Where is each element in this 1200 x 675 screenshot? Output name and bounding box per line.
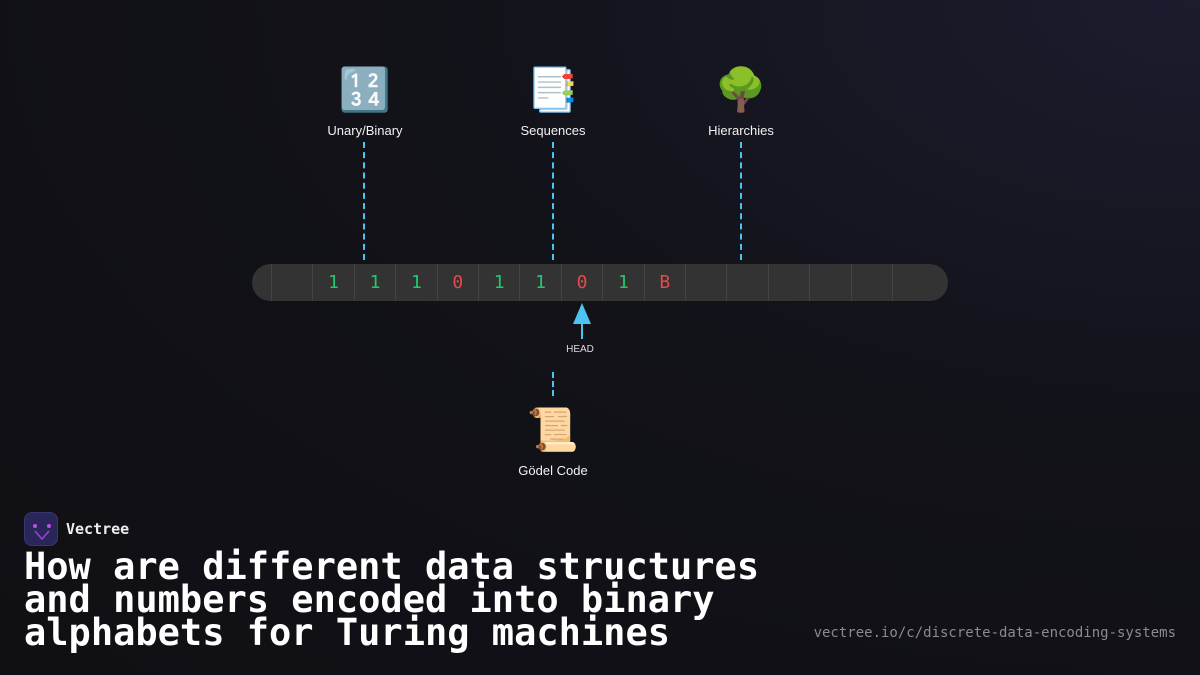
tape-cell xyxy=(850,264,892,301)
bookmark-tabs-icon: 📑 xyxy=(526,66,580,113)
head-label: HEAD xyxy=(566,344,594,355)
tape-cell xyxy=(271,264,312,301)
tape-cell: B xyxy=(643,264,685,301)
connector-line xyxy=(552,142,554,260)
tree-icon: 🌳 xyxy=(714,66,768,113)
source-url: vectree.io/c/discrete-data-encoding-syst… xyxy=(813,625,1176,641)
tape-cell xyxy=(892,264,948,301)
tape-cell xyxy=(726,264,767,301)
tape-cell xyxy=(685,264,726,301)
tape-cell: 0 xyxy=(560,264,602,301)
tape-cell: 1 xyxy=(312,264,353,301)
node-label: Gödel Code xyxy=(518,463,588,478)
head-arrow-icon xyxy=(573,303,591,339)
page-title: How are different data structures and nu… xyxy=(24,545,760,654)
vectree-logo xyxy=(24,512,58,546)
node-label: Unary/Binary xyxy=(327,123,403,138)
node-godel-code: 📜 Gödel Code xyxy=(483,405,623,478)
tape-cell: 1 xyxy=(395,264,436,301)
node-hierarchies: 🌳 Hierarchies xyxy=(671,65,811,138)
node-label: Hierarchies xyxy=(708,123,774,138)
brand-name: Vectree xyxy=(66,520,130,538)
connector-line xyxy=(363,142,365,260)
tape-cell xyxy=(767,264,809,301)
node-label: Sequences xyxy=(520,123,586,138)
tape-cell: 1 xyxy=(602,264,643,301)
scroll-icon: 📜 xyxy=(526,406,580,453)
connector-line xyxy=(552,372,554,396)
numbers-icon: 🔢 xyxy=(338,66,392,113)
node-unary-binary: 🔢 Unary/Binary xyxy=(295,65,435,138)
tape-cell: 1 xyxy=(353,264,395,301)
node-sequences: 📑 Sequences xyxy=(483,65,623,138)
tape-cell: 0 xyxy=(436,264,478,301)
connector-line xyxy=(740,142,742,260)
tape-cell: 1 xyxy=(478,264,519,301)
tape-cell: 1 xyxy=(519,264,560,301)
tape-cell xyxy=(809,264,850,301)
